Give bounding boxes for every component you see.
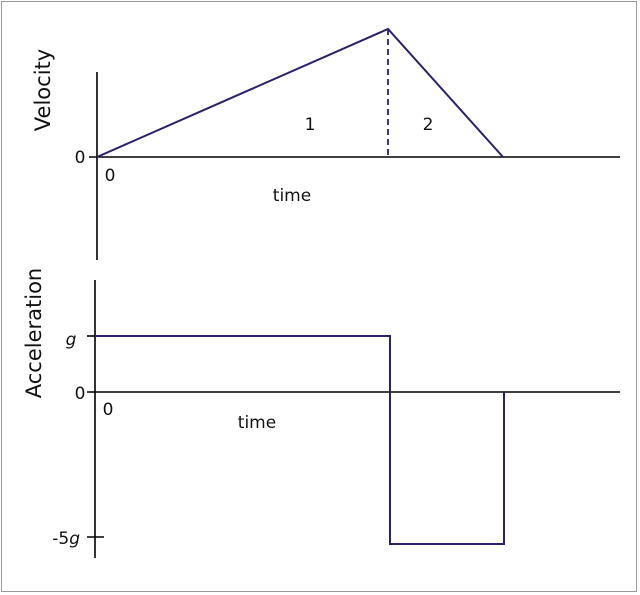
velocity-time-label: time: [273, 186, 311, 206]
acceleration-axis-title: Acceleration: [22, 268, 46, 399]
velocity-curve: [96, 27, 504, 158]
region-label-1: 1: [305, 115, 316, 135]
neg5g-prefix: -5: [52, 529, 69, 549]
region-label-2: 2: [423, 115, 434, 135]
acceleration-neg5g-label: -5g: [52, 529, 80, 549]
neg5g-variable: g: [69, 529, 80, 549]
velocity-axis-title: Velocity: [31, 49, 55, 131]
velocity-x-origin-label: 0: [105, 166, 116, 186]
acceleration-x-origin-label: 0: [103, 400, 114, 420]
acceleration-g-label: g: [66, 330, 77, 350]
velocity-graph: Velocity 0 0 time 1 2: [31, 27, 620, 260]
acceleration-y-zero-label: 0: [75, 384, 86, 404]
acceleration-time-label: time: [238, 413, 276, 433]
acceleration-curve: [95, 335, 505, 545]
acceleration-graph: Acceleration g 0 0 -5g time: [22, 268, 620, 558]
velocity-y-zero-label: 0: [75, 148, 86, 168]
